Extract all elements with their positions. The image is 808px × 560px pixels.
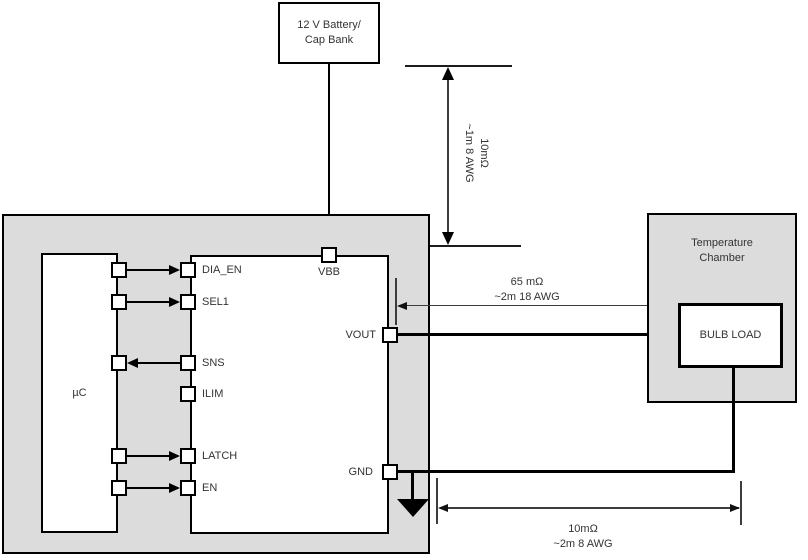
arrowhead-dia-en-icon [169,265,180,275]
gnd-dim-arrow-right-icon [730,504,740,512]
pin-label-vout: VOUT [345,329,376,341]
bulb-load-box: BULB LOAD [678,303,783,368]
arrowhead-sel1-icon [169,297,180,307]
pin-label-ilim: ILIM [202,388,224,400]
return-wire-vertical [732,368,735,473]
microcontroller-label: µC [72,386,87,399]
gnd-dim-arrow-left-icon [438,504,448,512]
supply-dim-line [447,70,449,238]
signal-wire-latch [127,455,170,457]
arrowhead-sns-icon [127,358,138,368]
vout-dim-arrow-left-icon [397,302,407,310]
mcu-terminal-latch [111,448,127,464]
gnd-dim-tick-right [740,481,742,525]
pin-label-sel1: SEL1 [202,296,229,308]
vout-dim-line [399,305,667,306]
signal-wire-en [127,487,170,489]
signal-wire-sel1 [127,301,170,303]
battery-label: 12 V Battery/ Cap Bank [297,19,361,46]
mcu-terminal-sel1 [111,294,127,310]
ic-pin-sel1 [180,294,196,310]
gnd-dim-line [440,507,739,509]
ground-symbol-icon [397,499,429,517]
pin-label-gnd: GND [348,466,373,478]
ic-pin-latch [180,448,196,464]
pin-label-dia-en: DIA_EN [202,264,242,276]
gnd-wire-annotation: 10mΩ ~2m 8 AWG [553,523,613,550]
temperature-chamber-label: Temperature Chamber [691,237,753,264]
ic-pin-dia-en [180,262,196,278]
pin-label-latch: LATCH [202,450,238,462]
supply-wire-annotation: 10mΩ ~1m 8 AWG [463,123,490,183]
battery-box: 12 V Battery/ Cap Bank [278,2,380,64]
microcontroller-box: µC [41,253,118,533]
ic-pin-vout [382,327,398,343]
ic-pin-vbb [321,247,337,263]
ic-pin-en [180,480,196,496]
supply-dim-arrow-up-icon [442,67,454,80]
vout-dim-tick-left [395,278,397,325]
supply-wire [328,64,330,236]
pin-label-en: EN [202,482,218,494]
mcu-terminal-dia-en [111,262,127,278]
ic-pin-sns [180,355,196,371]
mcu-terminal-sns [111,355,127,371]
supply-dim-tick-bottom [405,245,521,247]
vout-wire [398,333,668,336]
bulb-load-label: BULB LOAD [699,329,762,341]
arrowhead-latch-icon [169,451,180,461]
arrowhead-en-icon [169,483,180,493]
mcu-terminal-en [111,480,127,496]
ic-pin-ilim [180,386,196,402]
gnd-dim-tick-left [436,478,438,524]
ic-box [190,255,389,534]
pin-label-vbb: VBB [317,266,340,278]
signal-wire-sns [137,362,180,364]
vout-wire-annotation: 65 mΩ ~2m 18 AWG [494,276,560,303]
ic-pin-gnd [382,464,398,480]
signal-wire-dia-en [127,269,170,271]
supply-dim-tick-top [405,65,512,67]
supply-dim-arrow-down-icon [442,232,454,245]
pin-label-sns: SNS [202,357,225,369]
ground-stub-wire [411,473,414,500]
gnd-wire [397,470,735,473]
